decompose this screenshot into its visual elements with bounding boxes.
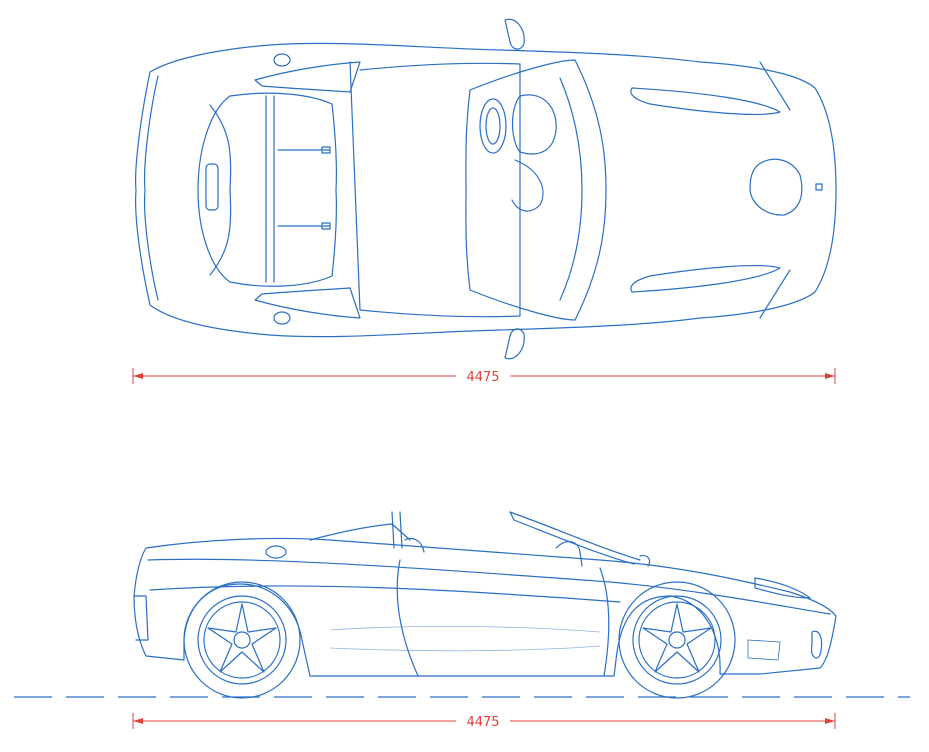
top-dimension-line: 4475: [132, 368, 836, 385]
car-side-view: [133, 511, 837, 699]
top-dimension-label: 4475: [466, 370, 499, 385]
car-top-view: [135, 18, 837, 360]
side-dimension-label: 4475: [466, 715, 499, 730]
side-dimension-line: 4475: [132, 713, 836, 730]
